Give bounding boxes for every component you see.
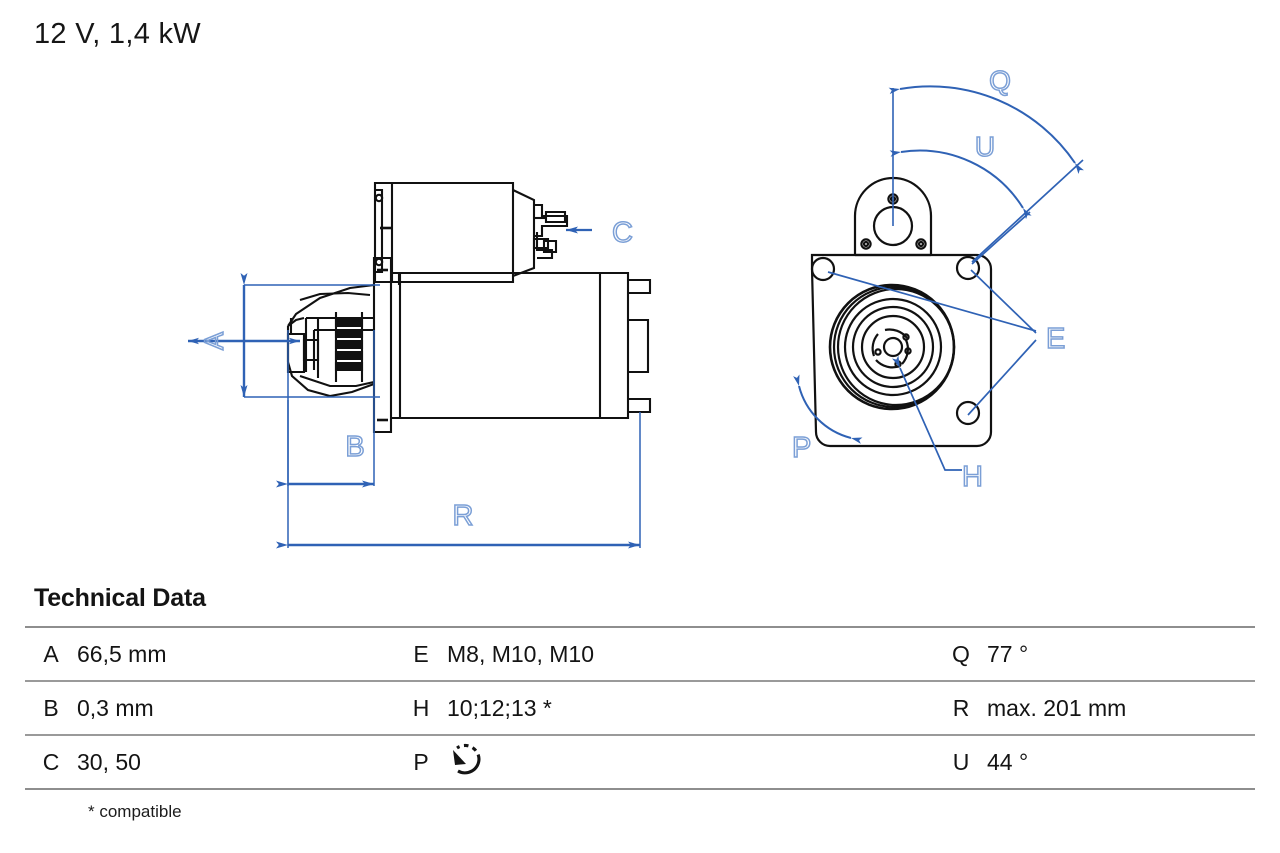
leader-h xyxy=(891,355,962,471)
side-view xyxy=(286,181,652,434)
tech-key-c: C xyxy=(25,734,77,790)
tech-value-p xyxy=(447,734,935,790)
leader-e xyxy=(827,269,1037,416)
side-view-dimensions: A B R C xyxy=(188,216,641,549)
tech-key-b: B xyxy=(25,680,77,736)
drawing-svg: A B R C xyxy=(188,64,1084,549)
annotation-label-e: E xyxy=(1046,323,1065,355)
angle-q-arc xyxy=(888,85,1084,174)
tech-key-q: Q xyxy=(935,626,987,682)
page-title: 12 V, 1,4 kW xyxy=(34,18,201,50)
fixing-hole-bottom-right xyxy=(955,400,981,426)
motor-body xyxy=(391,271,652,420)
angle-label-u: U xyxy=(975,131,995,162)
annotation-label-h: H xyxy=(962,461,983,493)
dimension-label-b: B xyxy=(345,431,364,463)
technical-data-heading: Technical Data xyxy=(34,584,206,612)
dimension-label-a: A xyxy=(199,332,229,350)
technical-drawing: A B R C xyxy=(188,64,1084,549)
technical-data-footnote: * compatible xyxy=(88,802,182,821)
mounting-flange xyxy=(372,256,393,434)
table-row: C 30, 50 P U 44 ° xyxy=(25,734,1255,790)
fixing-hole-top-right xyxy=(955,255,981,281)
pinion-drive-assembly xyxy=(286,283,375,398)
dimension-label-r: R xyxy=(453,500,474,532)
table-row: A 66,5 mm E M8, M10, M10 Q 77 ° xyxy=(25,626,1255,682)
end-view xyxy=(810,176,993,448)
tech-value-c: 30, 50 xyxy=(77,734,395,790)
tech-key-p: P xyxy=(395,734,447,790)
tech-value-u: 44 ° xyxy=(987,734,1255,790)
pinion-end-rings xyxy=(828,283,956,411)
tech-key-a: A xyxy=(25,626,77,682)
tech-value-a: 66,5 mm xyxy=(77,626,395,682)
tech-value-b: 0,3 mm xyxy=(77,680,395,736)
tech-value-r: max. 201 mm xyxy=(987,680,1255,736)
technical-data-table: A 66,5 mm E M8, M10, M10 Q 77 ° B 0,3 mm… xyxy=(25,626,1255,790)
angle-u-arc xyxy=(889,149,1032,220)
rotation-arc-p xyxy=(793,374,863,444)
angle-label-q: Q xyxy=(989,65,1011,96)
solenoid-assembly xyxy=(373,181,569,284)
dimension-label-c: C xyxy=(612,217,633,249)
tech-key-e: E xyxy=(395,626,447,682)
annotation-label-p: P xyxy=(792,432,811,464)
end-view-annotations: Q U E H P xyxy=(791,64,1084,494)
rotation-counterclockwise-icon xyxy=(447,741,487,781)
tech-key-h: H xyxy=(395,680,447,736)
tech-value-h: 10;12;13 * xyxy=(447,680,935,736)
tech-value-e: M8, M10, M10 xyxy=(447,626,935,682)
tech-key-r: R xyxy=(935,680,987,736)
fixing-hole-top-left xyxy=(810,256,836,282)
tech-value-q: 77 ° xyxy=(987,626,1255,682)
table-row: B 0,3 mm H 10;12;13 * R max. 201 mm xyxy=(25,680,1255,736)
tech-key-u: U xyxy=(935,734,987,790)
